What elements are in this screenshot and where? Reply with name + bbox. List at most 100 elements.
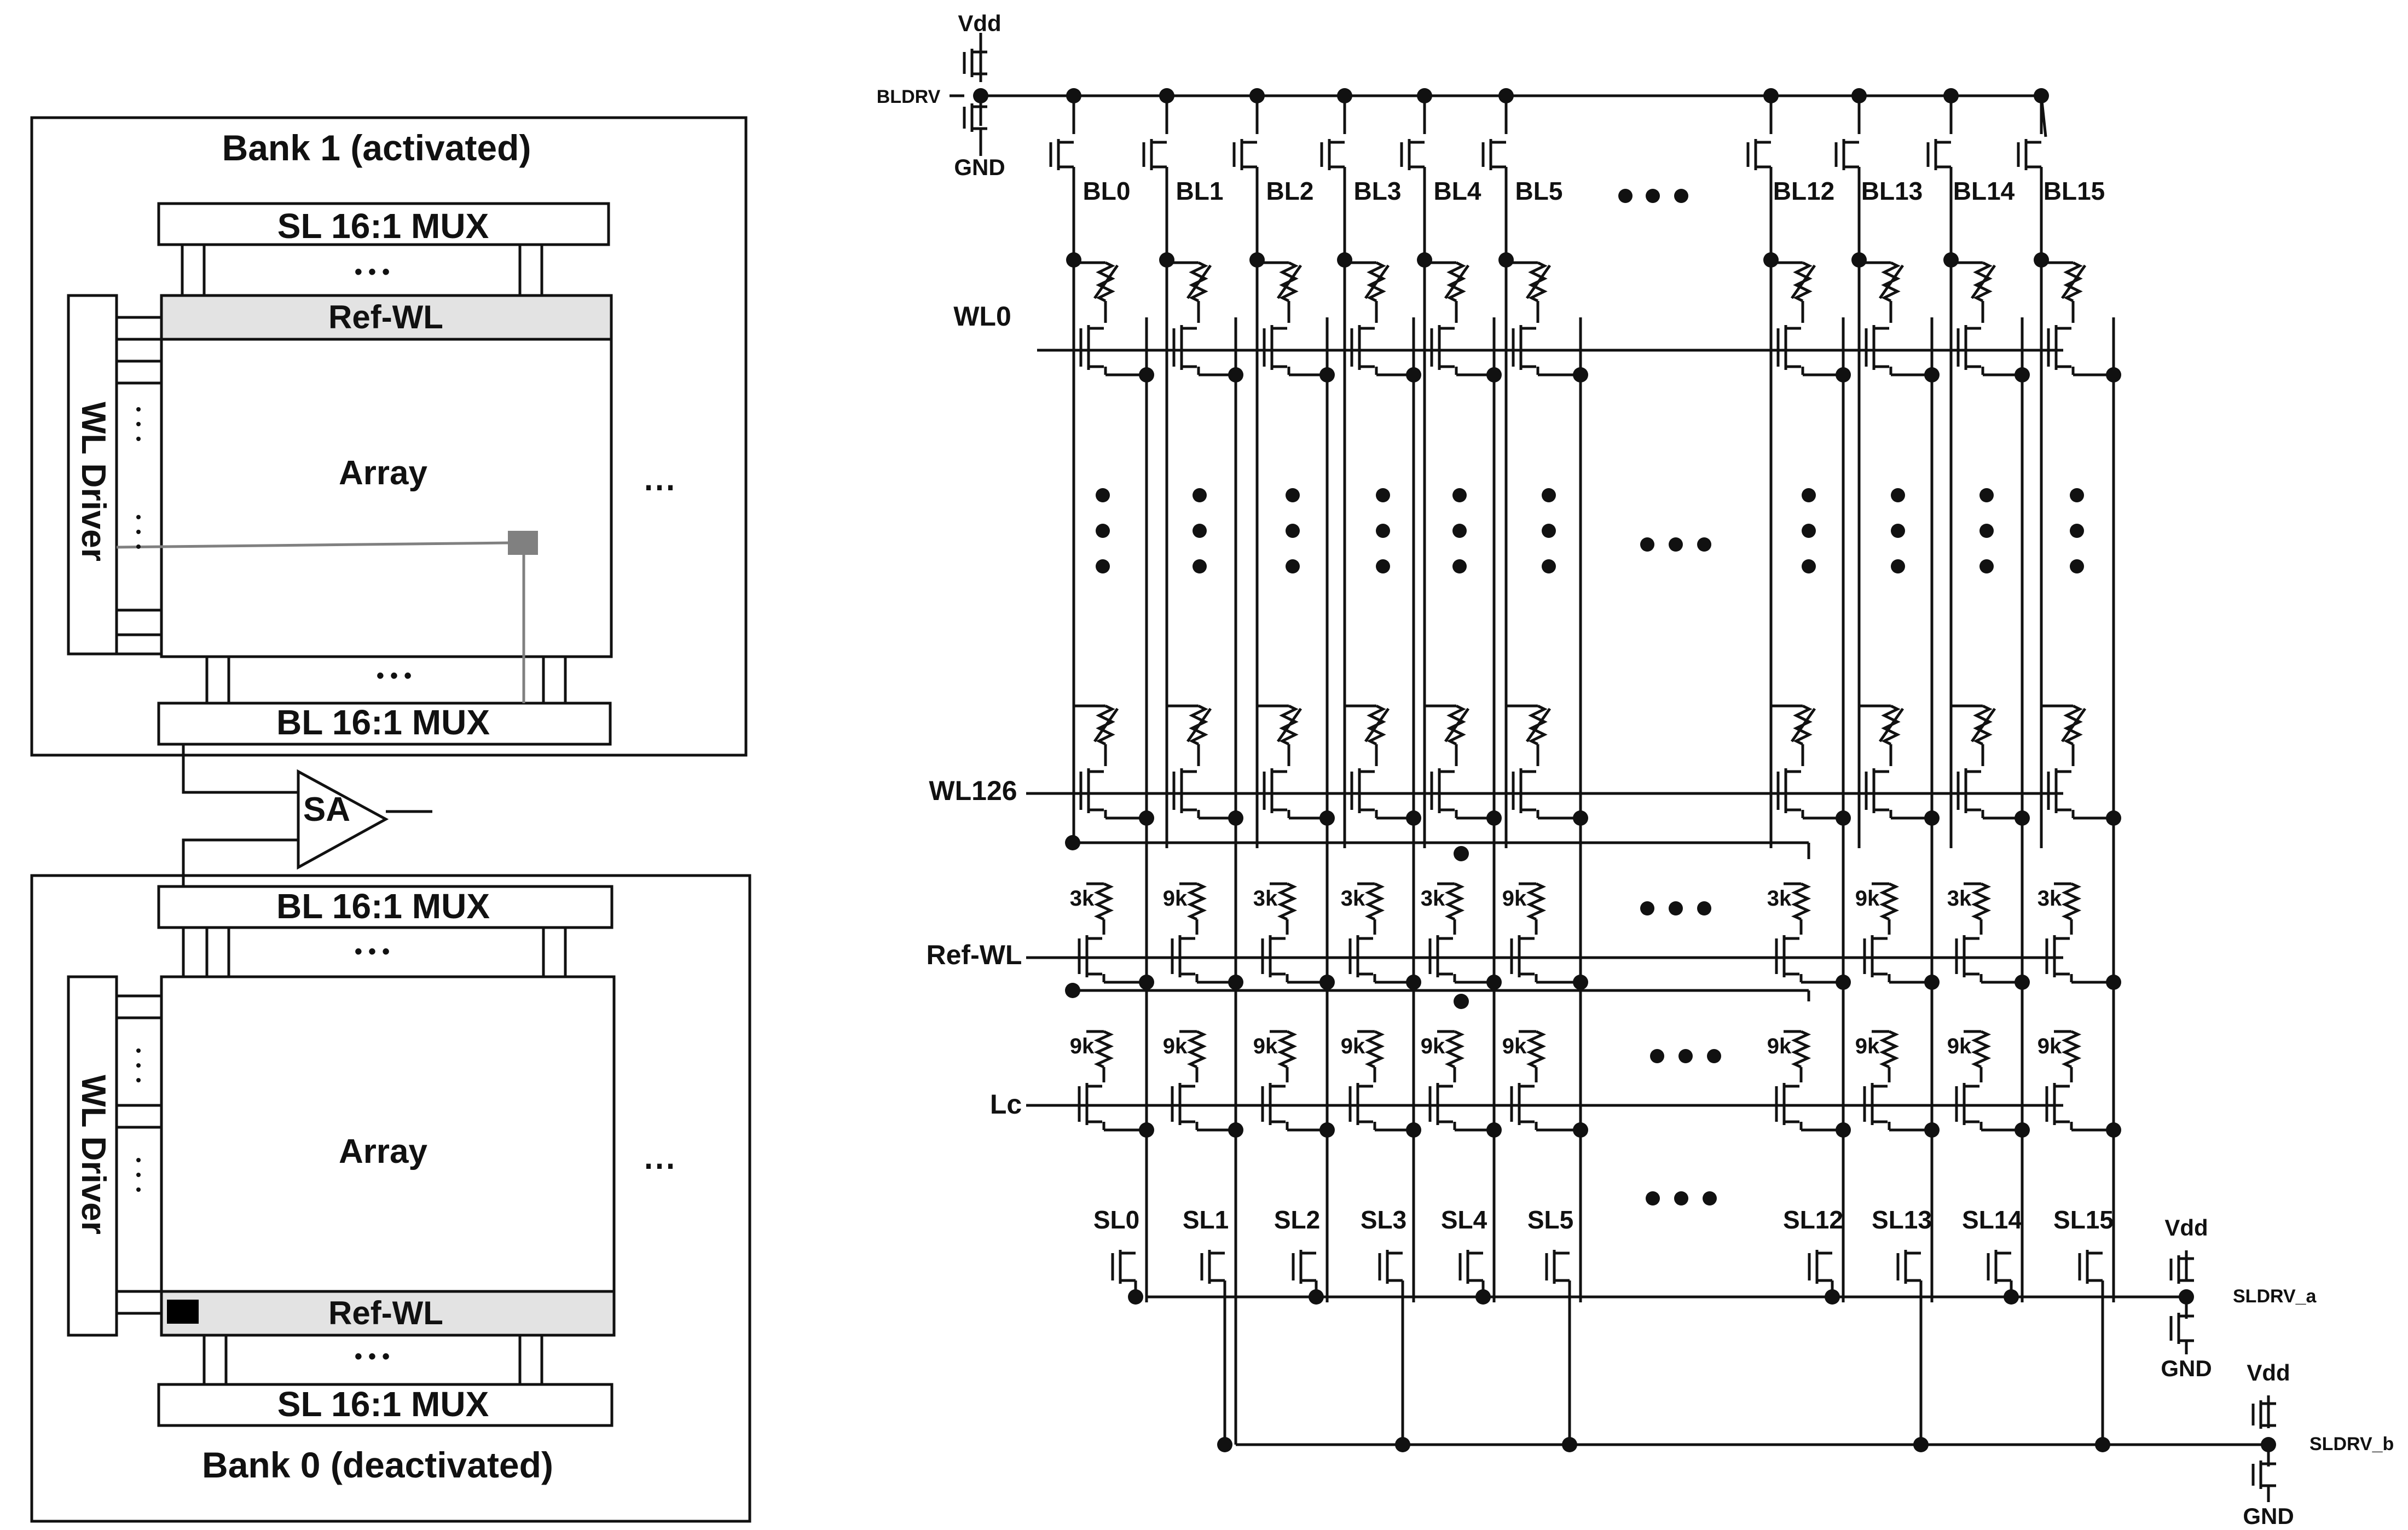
sl-bus-node: [2004, 1289, 2019, 1305]
array-vertical-dot: [1096, 559, 1110, 573]
mtj-cell-arrow: [1186, 708, 1212, 743]
array-vertical-dot: [1193, 559, 1207, 573]
ref-bus-node: [1454, 994, 1469, 1009]
ref-resistor: [1791, 882, 1811, 921]
ref-resistor-value: 3k: [1767, 886, 1792, 911]
array-vertical-dot: [1891, 524, 1905, 538]
ref-resistor-value: 9k: [1421, 1034, 1445, 1058]
mtj-cell-arrow: [2060, 708, 2087, 743]
ref-sl-node: [1228, 1122, 1243, 1138]
array-vertical-dot: [1979, 524, 1994, 538]
mtj-cell-arrow: [1276, 708, 1303, 743]
sourceline-label: SL12: [1783, 1206, 1843, 1234]
mtj-cell-arrow: [1525, 708, 1552, 743]
sl-gap-dot: [1674, 1191, 1688, 1206]
bl-bus-node: [1851, 88, 1867, 103]
array-vertical-dot: [2070, 524, 2084, 538]
bank1-title: Bank 1 (activated): [222, 127, 531, 168]
array-gap-dot: [1669, 537, 1683, 552]
bank0-ellipsis: ⋯: [643, 1147, 676, 1184]
bitline-label: BL15: [2044, 177, 2105, 205]
bitline-label: BL5: [1515, 177, 1563, 205]
sourceline-node: [1139, 367, 1154, 382]
sourceline-label: SL0: [1093, 1206, 1139, 1234]
array-vertical-dot: [1891, 488, 1905, 502]
mtj-cell-arrow: [1093, 708, 1119, 743]
bitline-node: [1417, 252, 1432, 268]
array-vertical-dot: [1286, 488, 1300, 502]
ref-resistor-value: 3k: [2037, 886, 2062, 911]
array-vertical-dot: [1542, 559, 1556, 573]
ref-resistor-value: 9k: [1855, 1034, 1880, 1058]
bitline-node: [1763, 252, 1779, 268]
sl-bus-node: [1475, 1289, 1491, 1305]
mtj-cell-arrow: [1970, 708, 1996, 743]
bl-gap-dot: [1646, 189, 1660, 203]
sourceline-node: [1406, 810, 1421, 826]
bank1-wl-driver-box: [67, 294, 118, 656]
ref-resistor-value: 9k: [1502, 886, 1527, 911]
sourceline-node: [2015, 367, 2030, 382]
mtj-cell-arrow: [1364, 264, 1390, 299]
ref-resistor-value: 3k: [1341, 886, 1365, 911]
sourceline-label: SL3: [1361, 1206, 1406, 1234]
bank1-bl-mux-box: [157, 702, 612, 746]
bitline-label: BL3: [1354, 177, 1402, 205]
array-vertical-dot: [1452, 559, 1467, 573]
bank0-ref-wl-label: Ref-WL: [328, 1295, 443, 1331]
sourceline-node: [1319, 367, 1335, 382]
sourceline-node: [1924, 810, 1940, 826]
sldrv-b-vdd-label: Vdd: [2247, 1360, 2290, 1386]
ref-resistor: [1093, 882, 1114, 921]
bank1-sl-mux-label: SL 16:1 MUX: [277, 206, 489, 246]
bank1-array-label: Array: [339, 454, 428, 492]
sourceline-node: [2106, 810, 2121, 826]
mtj-cell-arrow: [1364, 708, 1390, 743]
mtj-cell-arrow: [1525, 264, 1552, 299]
bl-bus-node: [1763, 88, 1779, 103]
ref-sl-node: [1139, 975, 1154, 990]
ref-resistor-value: 3k: [1070, 886, 1095, 911]
ref-resistor: [1971, 882, 1992, 921]
sldrv-a-output: [2179, 1289, 2194, 1305]
sourceline-node: [1406, 367, 1421, 382]
bank0-bl-mux-box: [157, 885, 613, 929]
sourceline-node: [1228, 810, 1243, 826]
mtj-cell-arrow: [1186, 264, 1212, 299]
array-vertical-dot: [1376, 524, 1390, 538]
array-vertical-dot: [1979, 559, 1994, 573]
array-vertical-dot: [1802, 559, 1816, 573]
sl-bus-node: [1825, 1289, 1840, 1305]
mtj-cell-arrow: [1093, 264, 1119, 299]
array-vertical-dot: [1452, 524, 1467, 538]
sense-amp-label: SA: [303, 791, 350, 828]
ref-resistor-value: 3k: [1947, 886, 1972, 911]
ref-resistor: [1186, 1030, 1207, 1069]
array-vertical-dot: [1193, 524, 1207, 538]
bl-bus-node: [1337, 88, 1352, 103]
ref-resistor: [1879, 1030, 1900, 1069]
sourceline-label: SL13: [1872, 1206, 1932, 1234]
mtj-cell-arrow: [1878, 264, 1905, 299]
sl-bus-node: [1562, 1437, 1577, 1452]
sourceline-node: [1836, 367, 1851, 382]
bitline-label: BL13: [1861, 177, 1923, 205]
bank1-selected-cell-marker: [508, 531, 538, 555]
sourceline-node: [2106, 367, 2121, 382]
bl-bus-node: [1417, 88, 1432, 103]
ref-resistor: [1879, 882, 1900, 921]
sourceline-label: SL15: [2053, 1206, 2114, 1234]
sourceline-node: [1228, 367, 1243, 382]
ref-resistor: [1971, 1030, 1992, 1069]
ref-sl-node: [1924, 1122, 1940, 1138]
bank1-ellipsis: ⋯: [643, 468, 676, 505]
array-vertical-dot: [1542, 524, 1556, 538]
row-label-ref-wl: Ref-WL: [927, 940, 1022, 970]
bank0-title: Bank 0 (deactivated): [202, 1445, 553, 1485]
array-vertical-dot: [1096, 524, 1110, 538]
sl-gap-dot: [1646, 1191, 1660, 1206]
array-gap-dot: [1697, 537, 1711, 552]
sourceline-node: [2015, 810, 2030, 826]
ref-resistor-value: 9k: [1253, 1034, 1278, 1058]
mtj-cell-arrow: [1276, 264, 1303, 299]
